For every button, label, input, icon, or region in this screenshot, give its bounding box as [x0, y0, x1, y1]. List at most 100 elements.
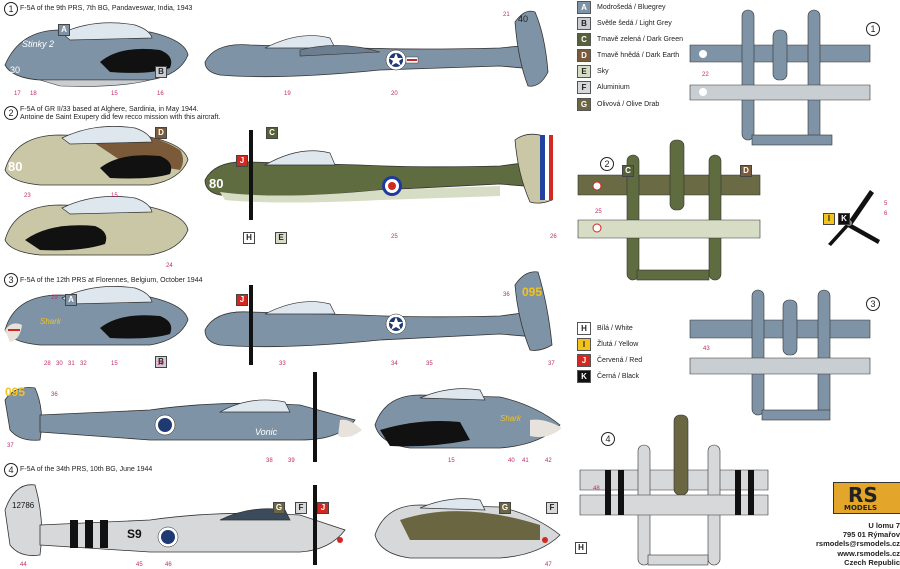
plan-number-2: 2	[600, 157, 614, 171]
ref-15c: 15	[111, 361, 118, 367]
legend-row: C Tmavě zelená / Dark Green	[577, 32, 683, 46]
tag-h-4b: H	[575, 542, 587, 554]
address-web: www.rsmodels.cz	[837, 548, 900, 558]
tag-j-3: J	[236, 294, 248, 306]
tag-a-1: A	[58, 24, 70, 36]
profile3-side	[204, 271, 553, 365]
ref-18: 18	[30, 91, 37, 97]
legend-label: Bílá / White	[597, 324, 633, 332]
rs-models-logo: RS MODELS	[833, 482, 900, 514]
nose-code-80: 80	[8, 159, 23, 174]
ref-26: 26	[550, 234, 557, 240]
profile3-nose-rear	[374, 388, 562, 449]
swatch-k: K	[577, 370, 591, 384]
caption-1: F-5A of the 9th PRS, 7th BG, Pandaveswar…	[20, 5, 193, 12]
ref-15d: 15	[448, 458, 455, 464]
ref-31: 31	[68, 361, 75, 367]
ref-24: 24	[166, 263, 173, 269]
legend-label: Černá / Black	[597, 373, 640, 381]
tag-a-3: A	[65, 294, 77, 306]
ref-32: 32	[80, 361, 87, 367]
ref-35: 35	[426, 361, 433, 367]
company-address: U lomu 7 795 01 Rýmařov rsmodels@rsmodel…	[796, 521, 900, 567]
ref-6: 6	[884, 211, 888, 217]
address-country: Czech Republic	[844, 557, 900, 567]
legend-row: B Světle šedá / Light Grey	[577, 16, 683, 30]
profile-number-2: 2	[4, 106, 18, 120]
tag-e-2: E	[275, 232, 287, 244]
plan-number-3: 3	[866, 297, 880, 311]
profile1-side	[204, 10, 549, 87]
side-code-s9: S9	[127, 527, 142, 541]
legend-label: Sky	[597, 68, 609, 76]
tag-g-4b: G	[499, 502, 511, 514]
tail-code-095: 095	[522, 285, 543, 299]
ref-48: 48	[593, 486, 600, 492]
profile1-nose	[4, 22, 189, 87]
tag-g-4: G	[273, 502, 285, 514]
nose-art-shark-rear: Shark	[500, 414, 521, 423]
ref-17: 17	[14, 91, 21, 97]
nose-art-stinky: Stinky 2	[22, 39, 55, 49]
tag-h-2: H	[243, 232, 255, 244]
swatch-c: C	[577, 32, 591, 46]
profile-number-3: 3	[4, 273, 18, 287]
legend-label: Světle šedá / Light Grey	[597, 19, 672, 27]
tag-d-2: D	[155, 127, 167, 139]
ref-43: 43	[703, 346, 710, 352]
ref-5: 5	[884, 201, 888, 207]
legend-row: K Černá / Black	[577, 370, 642, 384]
profile3-nose	[4, 286, 189, 346]
profile-number-1: 1	[4, 2, 18, 16]
logo-rs: RS	[848, 483, 878, 507]
tag-f-4: F	[295, 502, 307, 514]
ref-47: 47	[545, 562, 552, 568]
legend-label: Tmavě zelená / Dark Green	[597, 35, 683, 43]
swatch-f: F	[577, 81, 591, 95]
ref-36b: 36	[51, 392, 58, 398]
legend-label: Modrošedá / Bluegrey	[597, 3, 666, 11]
swatch-b: B	[577, 16, 591, 30]
ref-45: 45	[136, 562, 143, 568]
swatch-d: D	[577, 49, 591, 63]
ref-21: 21	[503, 12, 510, 18]
ref-34: 34	[391, 361, 398, 367]
tag-d-plan: D	[740, 165, 752, 177]
tag-b-3: B	[155, 356, 167, 368]
swatch-e: E	[577, 65, 591, 79]
ref-23: 23	[24, 193, 31, 199]
tail-code-095-rear: 095	[5, 385, 26, 399]
plan-number-1: 1	[866, 22, 880, 36]
ref-16b: 16	[157, 361, 164, 367]
ref-36a: 36	[503, 292, 510, 298]
ref-37b: 37	[7, 443, 14, 449]
caption-2a: F-5A of GR II/33 based at Alghere, Sardi…	[20, 106, 199, 113]
profile3-side-rear	[4, 372, 362, 462]
ref-25b: 25	[595, 209, 602, 215]
caption-2b: Antoine de Saint Exupery did few recco m…	[20, 114, 221, 121]
ref-29: 29	[51, 295, 58, 301]
address-line: U lomu 7	[868, 521, 900, 530]
plan-view-1	[689, 9, 871, 146]
ref-37a: 37	[548, 361, 555, 367]
plan-view-2	[577, 139, 761, 281]
side-code-80: 80	[209, 176, 224, 191]
legend-label: Aluminium	[597, 84, 630, 92]
tail-code-40: 40	[518, 14, 529, 24]
profile2-nose-lower	[4, 196, 189, 256]
ref-42: 42	[545, 458, 552, 464]
tag-f-4b: F	[546, 502, 558, 514]
address-line: 795 01 Rýmařov	[842, 530, 900, 540]
ref-41: 41	[522, 458, 529, 464]
tag-k-prop: K	[838, 213, 850, 225]
profile4-nose	[374, 498, 561, 559]
plan-view-3	[689, 289, 871, 421]
legend-label: Olivová / Olive Drab	[597, 100, 660, 108]
